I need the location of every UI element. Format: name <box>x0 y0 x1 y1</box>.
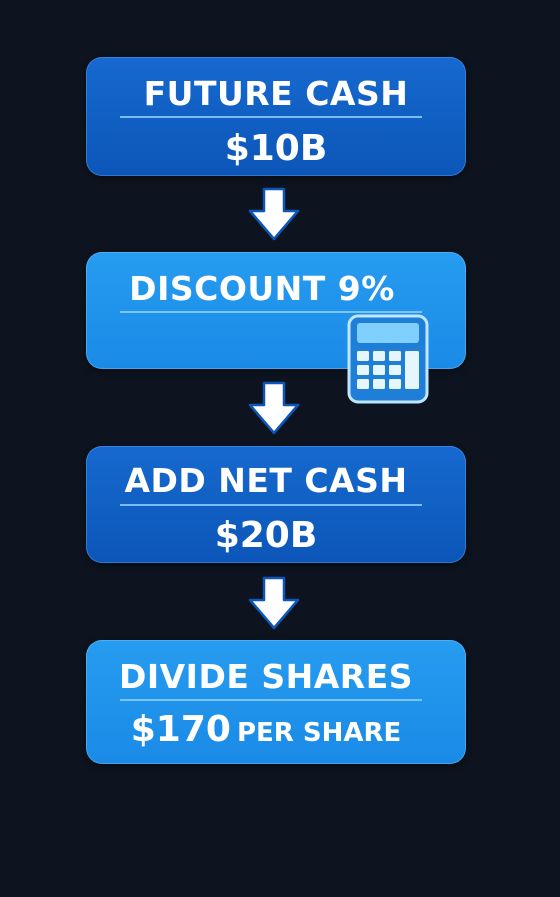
divider <box>120 311 422 313</box>
down-arrow-icon <box>248 381 300 435</box>
value-amount: $170 <box>130 709 231 750</box>
value-amount: $10B <box>224 128 328 169</box>
divider <box>120 504 422 506</box>
step-value: $20B <box>66 518 466 554</box>
step-title: FUTURE CASH <box>143 74 409 113</box>
divider <box>120 116 422 118</box>
down-arrow-icon <box>248 576 300 630</box>
divider <box>120 699 422 701</box>
value-unit: PER SHARE <box>236 718 402 748</box>
value-amount: $20B <box>214 515 318 556</box>
step-future-cash: FUTURE CASH $10B <box>86 57 466 176</box>
step-title: ADD NET CASH <box>124 461 408 500</box>
step-title: DIVIDE SHARES <box>118 657 414 696</box>
step-value: $10B <box>86 131 466 167</box>
down-arrow-icon <box>248 187 300 241</box>
step-title: DISCOUNT 9% <box>129 269 395 308</box>
calculator-icon <box>347 314 429 404</box>
step-discount: DISCOUNT 9% <box>86 252 466 369</box>
step-add-net-cash: ADD NET CASH $20B <box>86 446 466 563</box>
